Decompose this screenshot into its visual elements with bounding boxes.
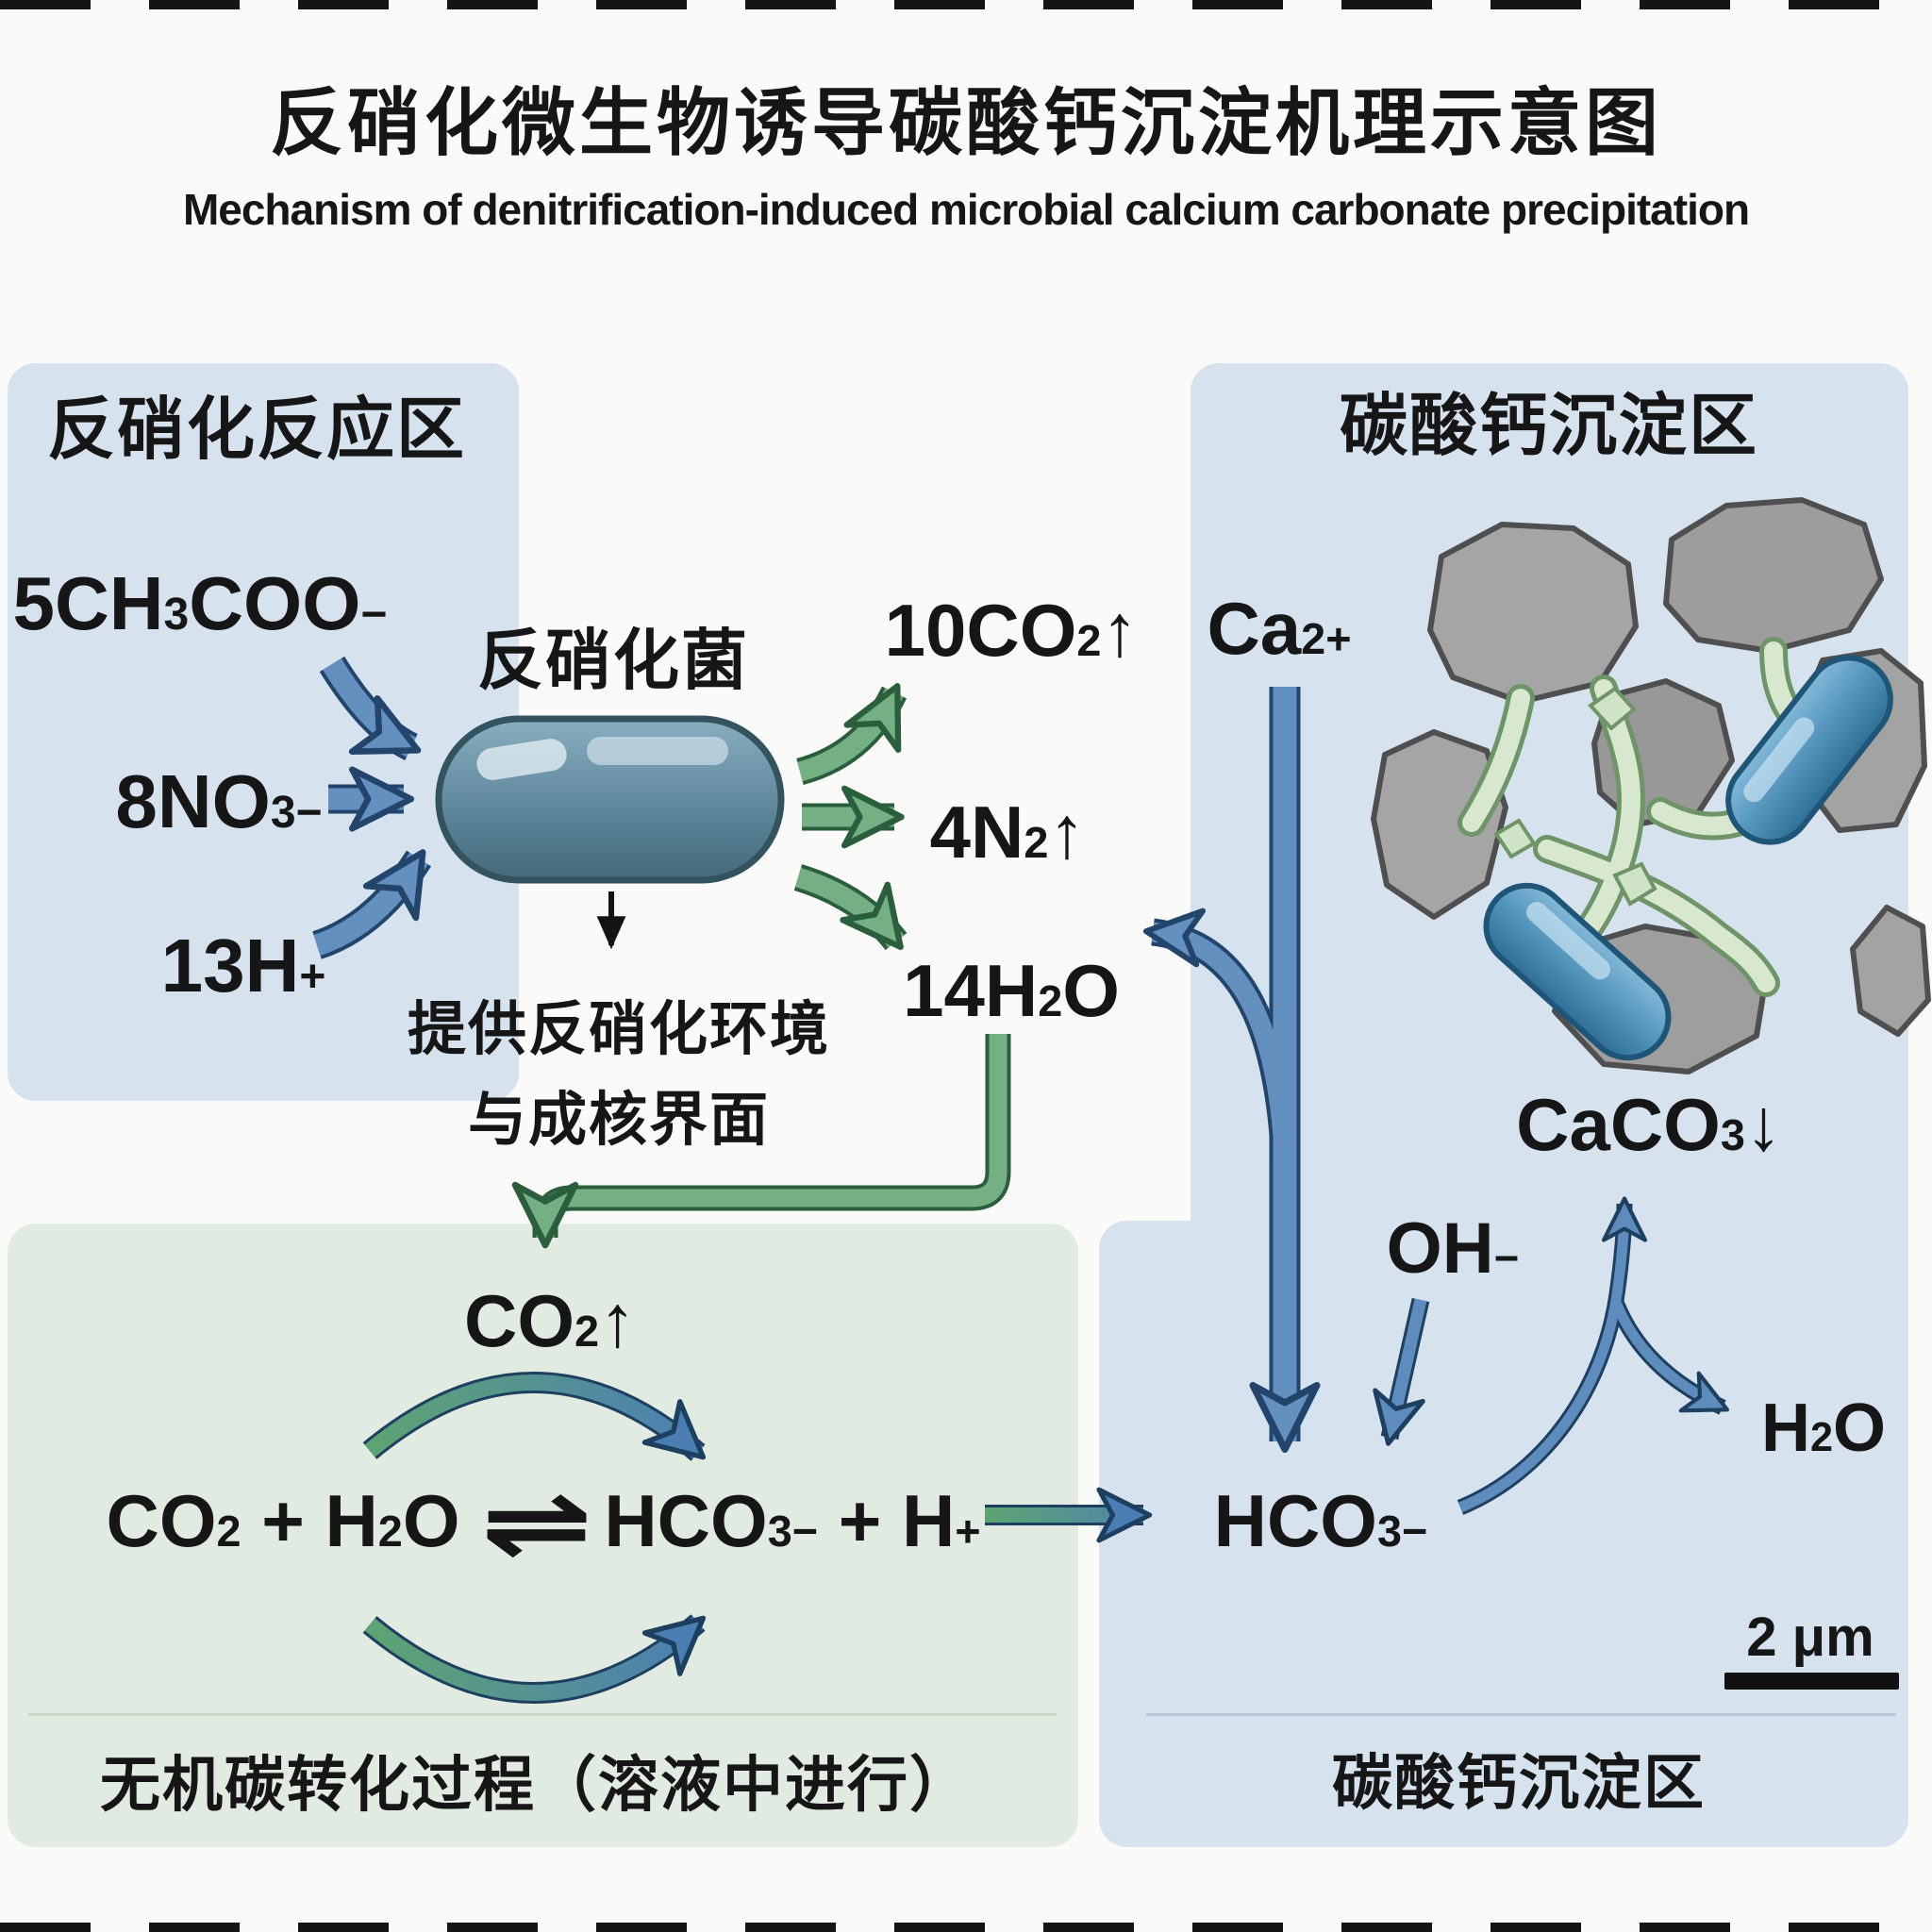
bacterium-label: 反硝化菌	[477, 624, 749, 697]
cropped-text-fragments-top	[0, 0, 1932, 9]
cropped-text-fragments-bottom	[0, 1923, 1932, 1932]
scale-bar-label: 2 μm	[1746, 1607, 1874, 1668]
arrow-outlines-blue-thin	[362, 1203, 1726, 1704]
inorganic-carbon-zone-panel	[8, 1224, 1078, 1847]
precipitation-zone-title: 碳酸钙沉淀区	[1339, 389, 1759, 464]
bacterium-note-line1: 提供反硝化环境	[407, 997, 831, 1062]
input-arrow-proton	[313, 849, 428, 956]
output-arrow-co2	[797, 683, 904, 782]
embedded-bacterium-upper	[1725, 655, 1893, 845]
page-title: 反硝化微生物诱导碳酸钙沉淀机理示意图	[269, 81, 1663, 164]
branch-arrow-to-h2o	[1142, 908, 1295, 1166]
bacterium-note-line2: 与成核界面	[467, 1088, 771, 1153]
acetate-label: 5CH3COO−	[12, 561, 388, 645]
caco3-label: CaCO3↓	[1516, 1083, 1782, 1166]
precipitation-zone-caption: 碳酸钙沉淀区	[1332, 1749, 1706, 1817]
hco3-to-caco3-arrow	[1457, 1196, 1648, 1513]
h2o-to-green-elbow-arrow	[511, 1034, 1008, 1249]
denitrifying-bacterium	[435, 715, 785, 884]
green-panel-divider	[28, 1713, 1057, 1716]
scale-bar	[1724, 1673, 1899, 1690]
page-subtitle: Mechanism of denitrification-induced mic…	[182, 185, 1750, 234]
embedded-bacterium-lower	[1483, 882, 1672, 1061]
equation-right: HCO3− + H+	[604, 1479, 981, 1562]
right-panel-divider	[1146, 1713, 1896, 1716]
denitrification-zone-title: 反硝化反应区	[46, 392, 467, 468]
inorganic-carbon-caption: 无机碳转化过程（溶液中进行）	[100, 1751, 972, 1819]
hydroxide-label: OH−	[1386, 1208, 1520, 1289]
equilibrium-symbol: ⇌	[480, 1468, 593, 1579]
output-arrow-h2o	[794, 867, 905, 951]
water-label: H2O	[1760, 1391, 1887, 1466]
h2o-output-label: 14H2O	[903, 949, 1120, 1032]
nitrate-label: 8NO3−	[115, 759, 323, 843]
co2-gas-label: CO2↑	[463, 1279, 637, 1362]
proton-label: 13H+	[160, 924, 326, 1008]
equation-left: CO2 + H2O	[106, 1479, 460, 1562]
calcium-label: Ca2+	[1207, 587, 1352, 670]
bicarbonate-label: HCO3−	[1213, 1479, 1428, 1562]
precipitation-zone-panel-lower	[1099, 1221, 1908, 1847]
co2-output-label: 10CO2↑	[884, 589, 1139, 672]
n2-output-label: 4N2↑	[929, 791, 1086, 874]
arrows	[313, 658, 1730, 1701]
denitrification-zone-panel	[8, 363, 519, 1101]
equilibrium-upper-arc	[364, 1374, 707, 1460]
input-arrow-acetate	[323, 658, 422, 758]
equilibrium-lower-arc	[364, 1615, 707, 1701]
caco3-branch-to-h2o-arrow	[1609, 1298, 1730, 1413]
oh-down-arrow	[1373, 1298, 1427, 1446]
sem-illustration	[1371, 497, 1931, 1074]
